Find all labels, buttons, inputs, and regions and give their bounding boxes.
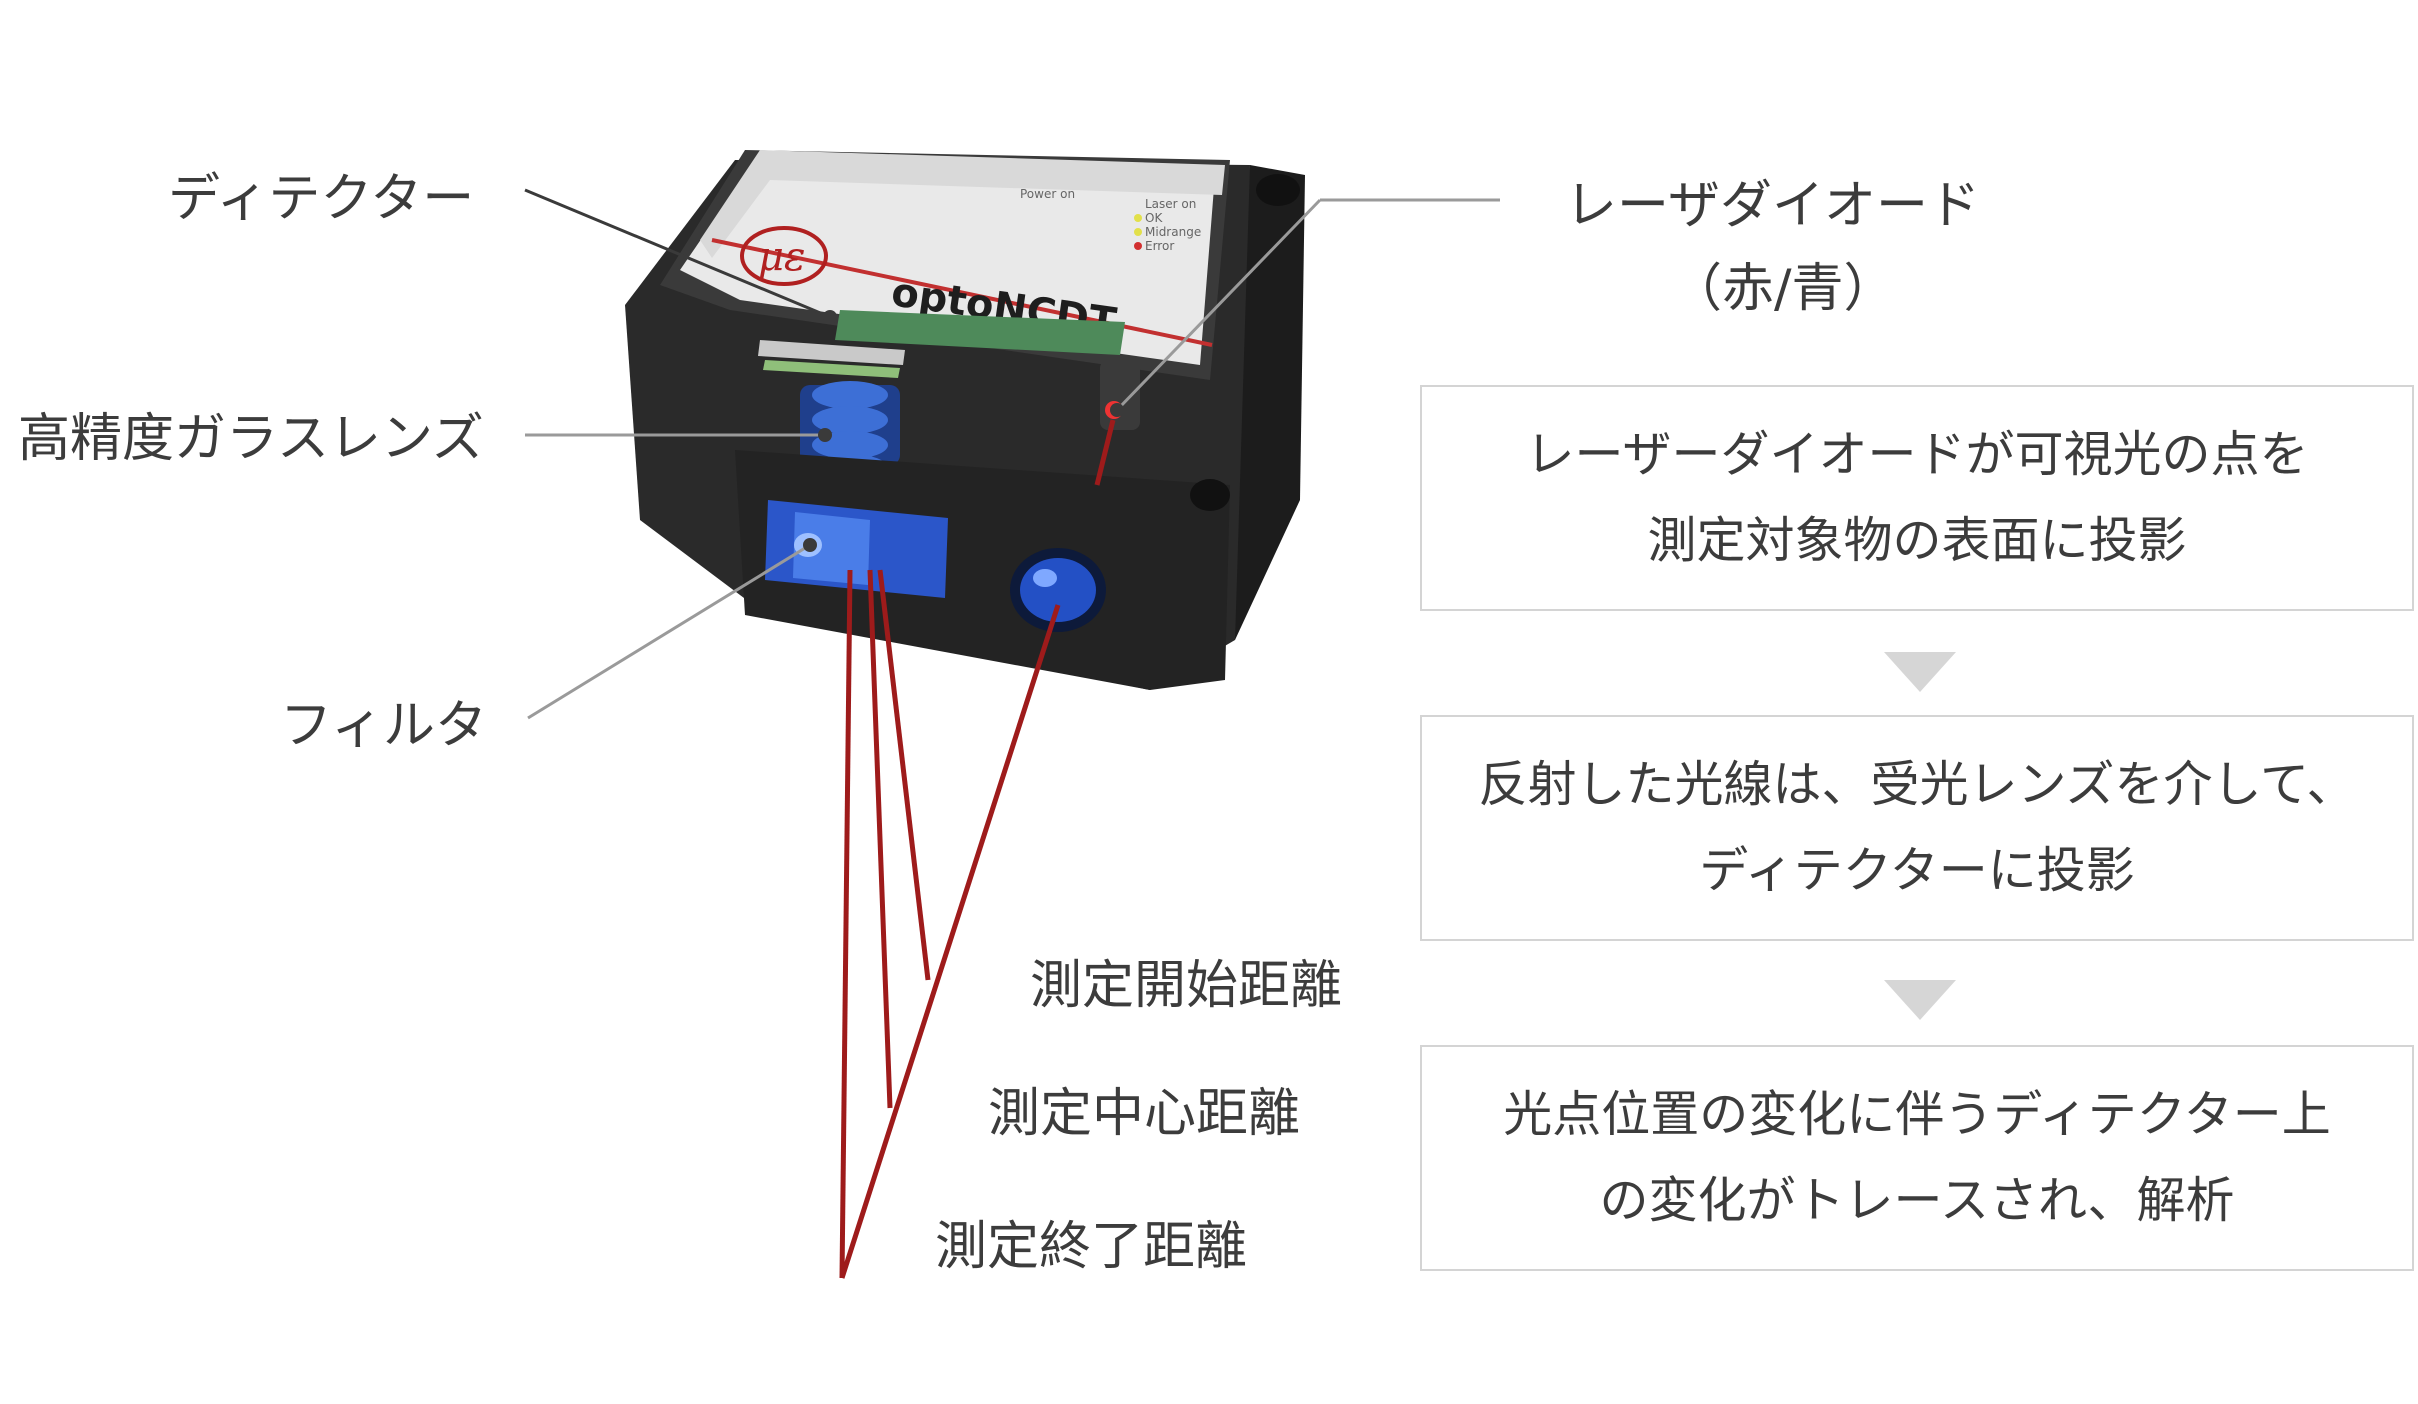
led-label: Power on [1020,187,1075,201]
down-arrow-icon [1884,652,1956,692]
label-glass-lens: 高精度ガラスレンズ [18,409,484,469]
filter-window [765,500,948,598]
label-range-center: 測定中心距離 [988,1084,1301,1144]
step-text: 反射した光線は、受光レンズを介して、 [1478,756,2356,814]
step-box-projection: レーザーダイオードが可視光の点を 測定対象物の表面に投影 [1420,385,2414,611]
step-text: の変化がトレースされ、解析 [1599,1172,2235,1229]
led-label: Laser on [1145,197,1196,211]
sensor-device: με optoNCDT Power on Laser on OK Midrang… [625,150,1305,690]
step-box-analysis: 光点位置の変化に伴うディテクター上 の変化がトレースされ、解析 [1420,1045,2414,1271]
label-filter: フィルタ [280,696,487,756]
down-arrow-icon [1884,980,1956,1020]
step-text: ディテクターに投影 [1699,842,2135,899]
label-range-end: 測定終了距離 [935,1217,1248,1277]
label-laser-diode: レーザダイオード [1565,176,1980,236]
led-label: Error [1145,239,1174,253]
device-logo: με [758,234,805,280]
laser-beams [839,419,1116,1279]
label-range-start: 測定開始距離 [1030,956,1343,1016]
step-text: 測定対象物の表面に投影 [1647,512,2187,569]
led-label: OK [1145,211,1163,225]
step-text: レーザーダイオードが可視光の点を [1525,426,2309,484]
led-label: Midrange [1145,225,1201,239]
step-box-reflection: 反射した光線は、受光レンズを介して、 ディテクターに投影 [1420,715,2414,941]
laser-emitter-lens [1010,548,1106,632]
leader-lines [524,188,1500,720]
label-laser-color: （赤/青） [1670,259,1896,319]
label-detector: ディテクター [168,169,475,229]
step-text: 光点位置の変化に伴うディテクター上 [1503,1086,2331,1144]
